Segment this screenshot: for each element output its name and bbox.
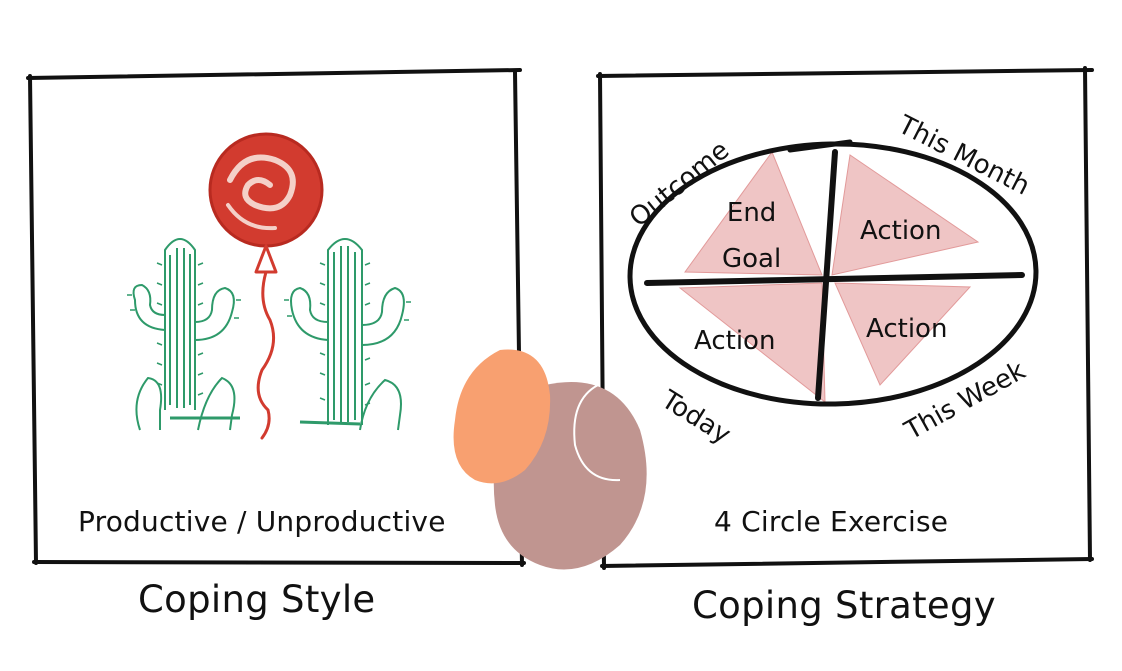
quadrant-label-bottom-right: Action: [866, 314, 948, 344]
cactus-right-icon: [284, 238, 411, 431]
balloon-icon: [208, 132, 324, 440]
left-section-title: Coping Style: [138, 578, 376, 621]
left-panel-frame: [26, 68, 526, 567]
orange-blob: [453, 349, 551, 484]
right-panel-caption: 4 Circle Exercise: [714, 505, 949, 538]
quadrant-fill-top-right: [831, 154, 980, 276]
quadrant-label-top-left: End Goal: [722, 190, 781, 282]
four-circle-ellipse: [627, 139, 1039, 407]
blob-outline: [573, 384, 621, 482]
quadrant-fills: [678, 150, 980, 404]
quadrant-fill-top-left: [684, 150, 823, 276]
quadrant-fill-bottom-right: [834, 282, 972, 386]
decorative-blobs: [453, 349, 647, 570]
quadrant-label-bottom-left: Action: [694, 326, 776, 356]
quadrant-label-top-left-line2: Goal: [722, 244, 782, 274]
cactus-left-icon: [127, 238, 241, 431]
left-panel-caption: Productive / Unproductive: [78, 505, 446, 538]
quadrant-label-top-right: Action: [860, 216, 942, 246]
right-section-title: Coping Strategy: [692, 584, 996, 627]
quadrant-label-top-left-line1: End: [726, 198, 777, 228]
